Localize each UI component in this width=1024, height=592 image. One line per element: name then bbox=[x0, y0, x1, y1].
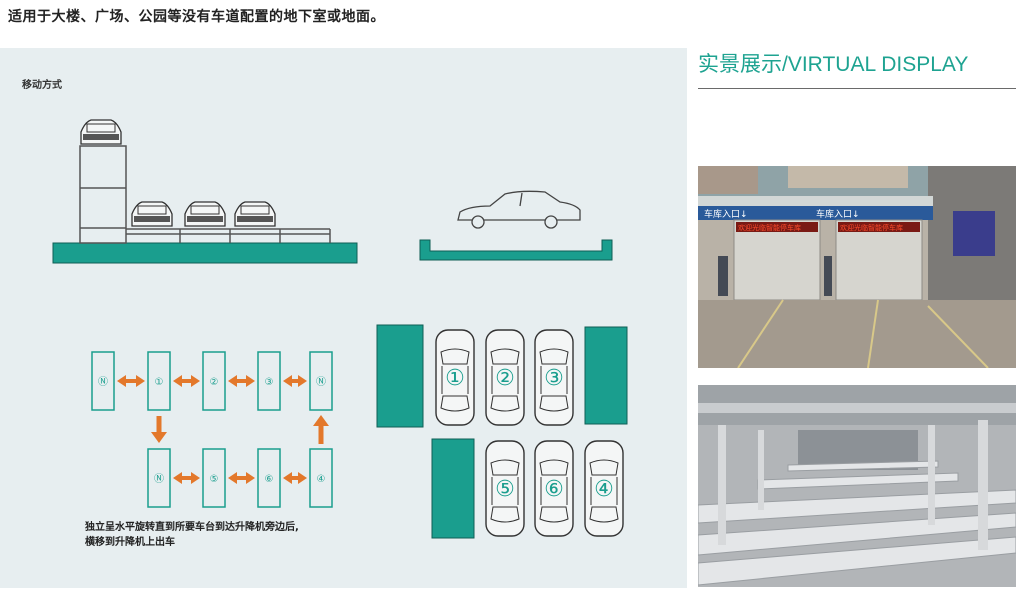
arrow-up bbox=[313, 415, 329, 444]
move-slot-bottom-1-label: Ⓝ bbox=[154, 473, 164, 485]
move-slot-top-5-label: Ⓝ bbox=[316, 376, 326, 388]
arrow-bottom-1 bbox=[173, 472, 200, 484]
move-slot-bottom-1: Ⓝ bbox=[147, 448, 171, 508]
parking-diagram: Ⓝ ① ② ③ Ⓝ Ⓝ ⑤ ⑥ ④ ① ② ③ ⑤ ⑥ ④ bbox=[52, 119, 628, 539]
arrow-down bbox=[151, 416, 167, 443]
move-slot-top-5: Ⓝ bbox=[309, 351, 333, 411]
top-view-cars: ① ② ③ ⑤ ⑥ ④ bbox=[435, 329, 624, 537]
parked-car-bottom-2-label: ⑥ bbox=[544, 477, 564, 502]
parked-car-bottom-3-label: ④ bbox=[594, 477, 614, 502]
parked-car-bottom-3: ④ bbox=[584, 440, 624, 537]
front-car-4 bbox=[234, 201, 276, 227]
arrow-top-1 bbox=[117, 375, 145, 387]
move-slot-top-2: ① bbox=[147, 351, 171, 411]
arrow-top-3 bbox=[228, 375, 255, 387]
note-line-2: 横移到升降机上出车 bbox=[85, 537, 175, 548]
side-view-car bbox=[457, 190, 581, 229]
section-heading: 实景展示/VIRTUAL DISPLAY bbox=[698, 53, 969, 76]
ground-base bbox=[52, 242, 358, 264]
parked-car-top-3: ③ bbox=[534, 329, 574, 426]
section-divider bbox=[698, 88, 1016, 89]
entrance-sign-2: 车库入口↓ bbox=[816, 208, 860, 220]
parked-car-bottom-1-label: ⑤ bbox=[495, 477, 515, 502]
parked-car-top-2-label: ② bbox=[495, 366, 515, 391]
move-slot-top-4-label: ③ bbox=[265, 377, 274, 388]
carrier-rail bbox=[126, 228, 331, 243]
move-slot-bottom-3: ⑥ bbox=[257, 448, 281, 508]
move-slot-bottom-4-label: ④ bbox=[317, 474, 326, 485]
photo-garage-entrance-image: 车库入口↓ 车库入口↓ 欢迎光临智能停车库 欢迎光临智能停车库 bbox=[698, 166, 1016, 368]
lift-block-bottom bbox=[431, 438, 475, 539]
move-slot-top-3-label: ② bbox=[210, 377, 219, 388]
movement-note: 独立呈水平旋转直到所要车台到达升降机旁边后, 横移到升降机上出车 bbox=[85, 520, 299, 550]
parked-car-top-3-label: ③ bbox=[544, 366, 564, 391]
parked-car-bottom-1: ⑤ bbox=[485, 440, 525, 537]
photo-parking-racks-image bbox=[698, 385, 1016, 587]
diagram-panel: Ⓝ ① ② ③ Ⓝ Ⓝ ⑤ ⑥ ④ ① ② ③ ⑤ ⑥ ④ 移动方式 独立呈水平旋转直到所要车台到达升降机… bbox=[0, 48, 687, 588]
photo-parking-racks bbox=[698, 385, 1016, 587]
move-slot-top-1: Ⓝ bbox=[91, 351, 115, 411]
photo-garage-entrance: 车库入口↓ 车库入口↓ 欢迎光临智能停车库 欢迎光临智能停车库 bbox=[698, 166, 1016, 368]
arrow-top-2 bbox=[173, 375, 200, 387]
movement-slots: Ⓝ ① ② ③ Ⓝ Ⓝ ⑤ ⑥ ④ bbox=[91, 351, 333, 508]
move-slot-bottom-2-label: ⑤ bbox=[210, 474, 219, 485]
note-line-1: 独立呈水平旋转直到所要车台到达升降机旁边后, bbox=[85, 522, 299, 533]
arrow-bottom-3 bbox=[283, 472, 307, 484]
front-car-3 bbox=[184, 201, 226, 227]
move-slot-bottom-3-label: ⑥ bbox=[265, 474, 274, 485]
front-view-cars bbox=[80, 119, 276, 227]
page-caption: 适用于大楼、广场、公园等没有车道配置的地下室或地面。 bbox=[8, 9, 385, 25]
lift-tower bbox=[79, 145, 127, 244]
front-car-1 bbox=[80, 119, 122, 145]
move-slot-bottom-4: ④ bbox=[309, 448, 333, 508]
move-slot-top-4: ③ bbox=[257, 351, 281, 411]
entrance-sign-1: 车库入口↓ bbox=[704, 208, 748, 220]
led-display-1: 欢迎光临智能停车库 bbox=[738, 223, 801, 232]
arrow-top-4 bbox=[283, 375, 307, 387]
parked-car-top-2: ② bbox=[485, 329, 525, 426]
lift-block-left bbox=[376, 324, 424, 428]
parked-car-bottom-2: ⑥ bbox=[534, 440, 574, 537]
move-slot-top-3: ② bbox=[202, 351, 226, 411]
move-slot-bottom-2: ⑤ bbox=[202, 448, 226, 508]
move-slot-top-2-label: ① bbox=[155, 377, 164, 388]
front-car-2 bbox=[131, 201, 173, 227]
movement-label: 移动方式 bbox=[22, 80, 62, 91]
movement-arrows bbox=[117, 375, 329, 484]
move-slot-top-1-label: Ⓝ bbox=[98, 376, 108, 388]
led-display-2: 欢迎光临智能停车库 bbox=[840, 223, 903, 232]
pit-floor bbox=[419, 239, 613, 261]
parked-car-top-1: ① bbox=[435, 329, 475, 426]
arrow-bottom-2 bbox=[228, 472, 255, 484]
parked-car-top-1-label: ① bbox=[445, 366, 465, 391]
lift-block-right bbox=[584, 326, 628, 425]
